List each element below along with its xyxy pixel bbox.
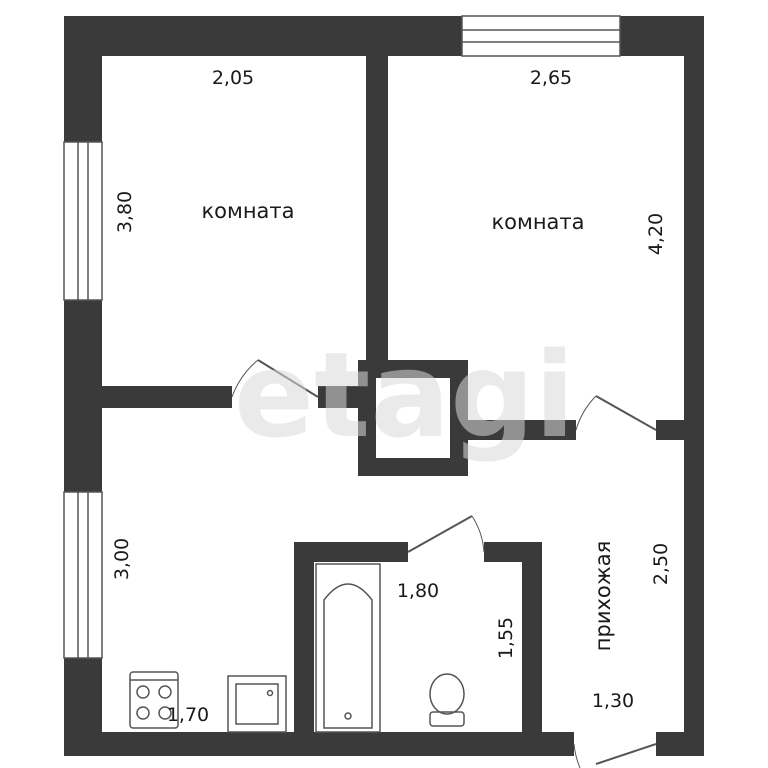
kitchen-length: 3,00	[111, 538, 133, 580]
bath-wall-left	[294, 542, 314, 736]
hallway-label: прихожая	[591, 541, 615, 651]
wall-room-kitchen-left	[102, 386, 232, 408]
stove-icon	[129, 671, 179, 729]
door-icon	[231, 359, 319, 398]
wall-between-rooms	[366, 56, 388, 360]
hallway-length: 2,50	[650, 543, 672, 585]
window-icon	[461, 15, 621, 57]
room-left-label: комната	[201, 199, 294, 223]
room-left-width: 2,05	[212, 67, 254, 89]
wall-bottom	[64, 732, 574, 756]
interior-walls	[102, 56, 684, 736]
door-icon	[575, 395, 657, 431]
bathroom-length: 1,55	[495, 617, 517, 659]
bath-wall-top-left	[294, 542, 408, 562]
hallway-width: 1,30	[592, 690, 634, 712]
room-right-label: комната	[491, 210, 584, 234]
wall-right	[684, 16, 704, 736]
room-right-width: 2,65	[530, 67, 572, 89]
closet-block	[358, 360, 468, 378]
room-right-length: 4,20	[645, 213, 667, 255]
wall-bottom-right	[656, 732, 704, 756]
bathroom-width: 1,80	[397, 580, 439, 602]
room-left-length: 3,80	[114, 191, 136, 233]
toilet-icon	[429, 673, 465, 727]
window-icon	[63, 141, 103, 301]
bathtub-icon	[315, 563, 381, 733]
kitchen-width: 1,70	[167, 704, 209, 726]
wall-right-room-bottom	[468, 420, 576, 440]
watermark: etagi	[234, 326, 575, 464]
sink-icon	[227, 675, 287, 733]
door-icon	[573, 743, 657, 768]
bath-wall-right	[522, 542, 542, 736]
door-icon	[407, 515, 485, 553]
wall-room-kitchen-right	[318, 386, 358, 408]
window-icon	[63, 491, 103, 659]
